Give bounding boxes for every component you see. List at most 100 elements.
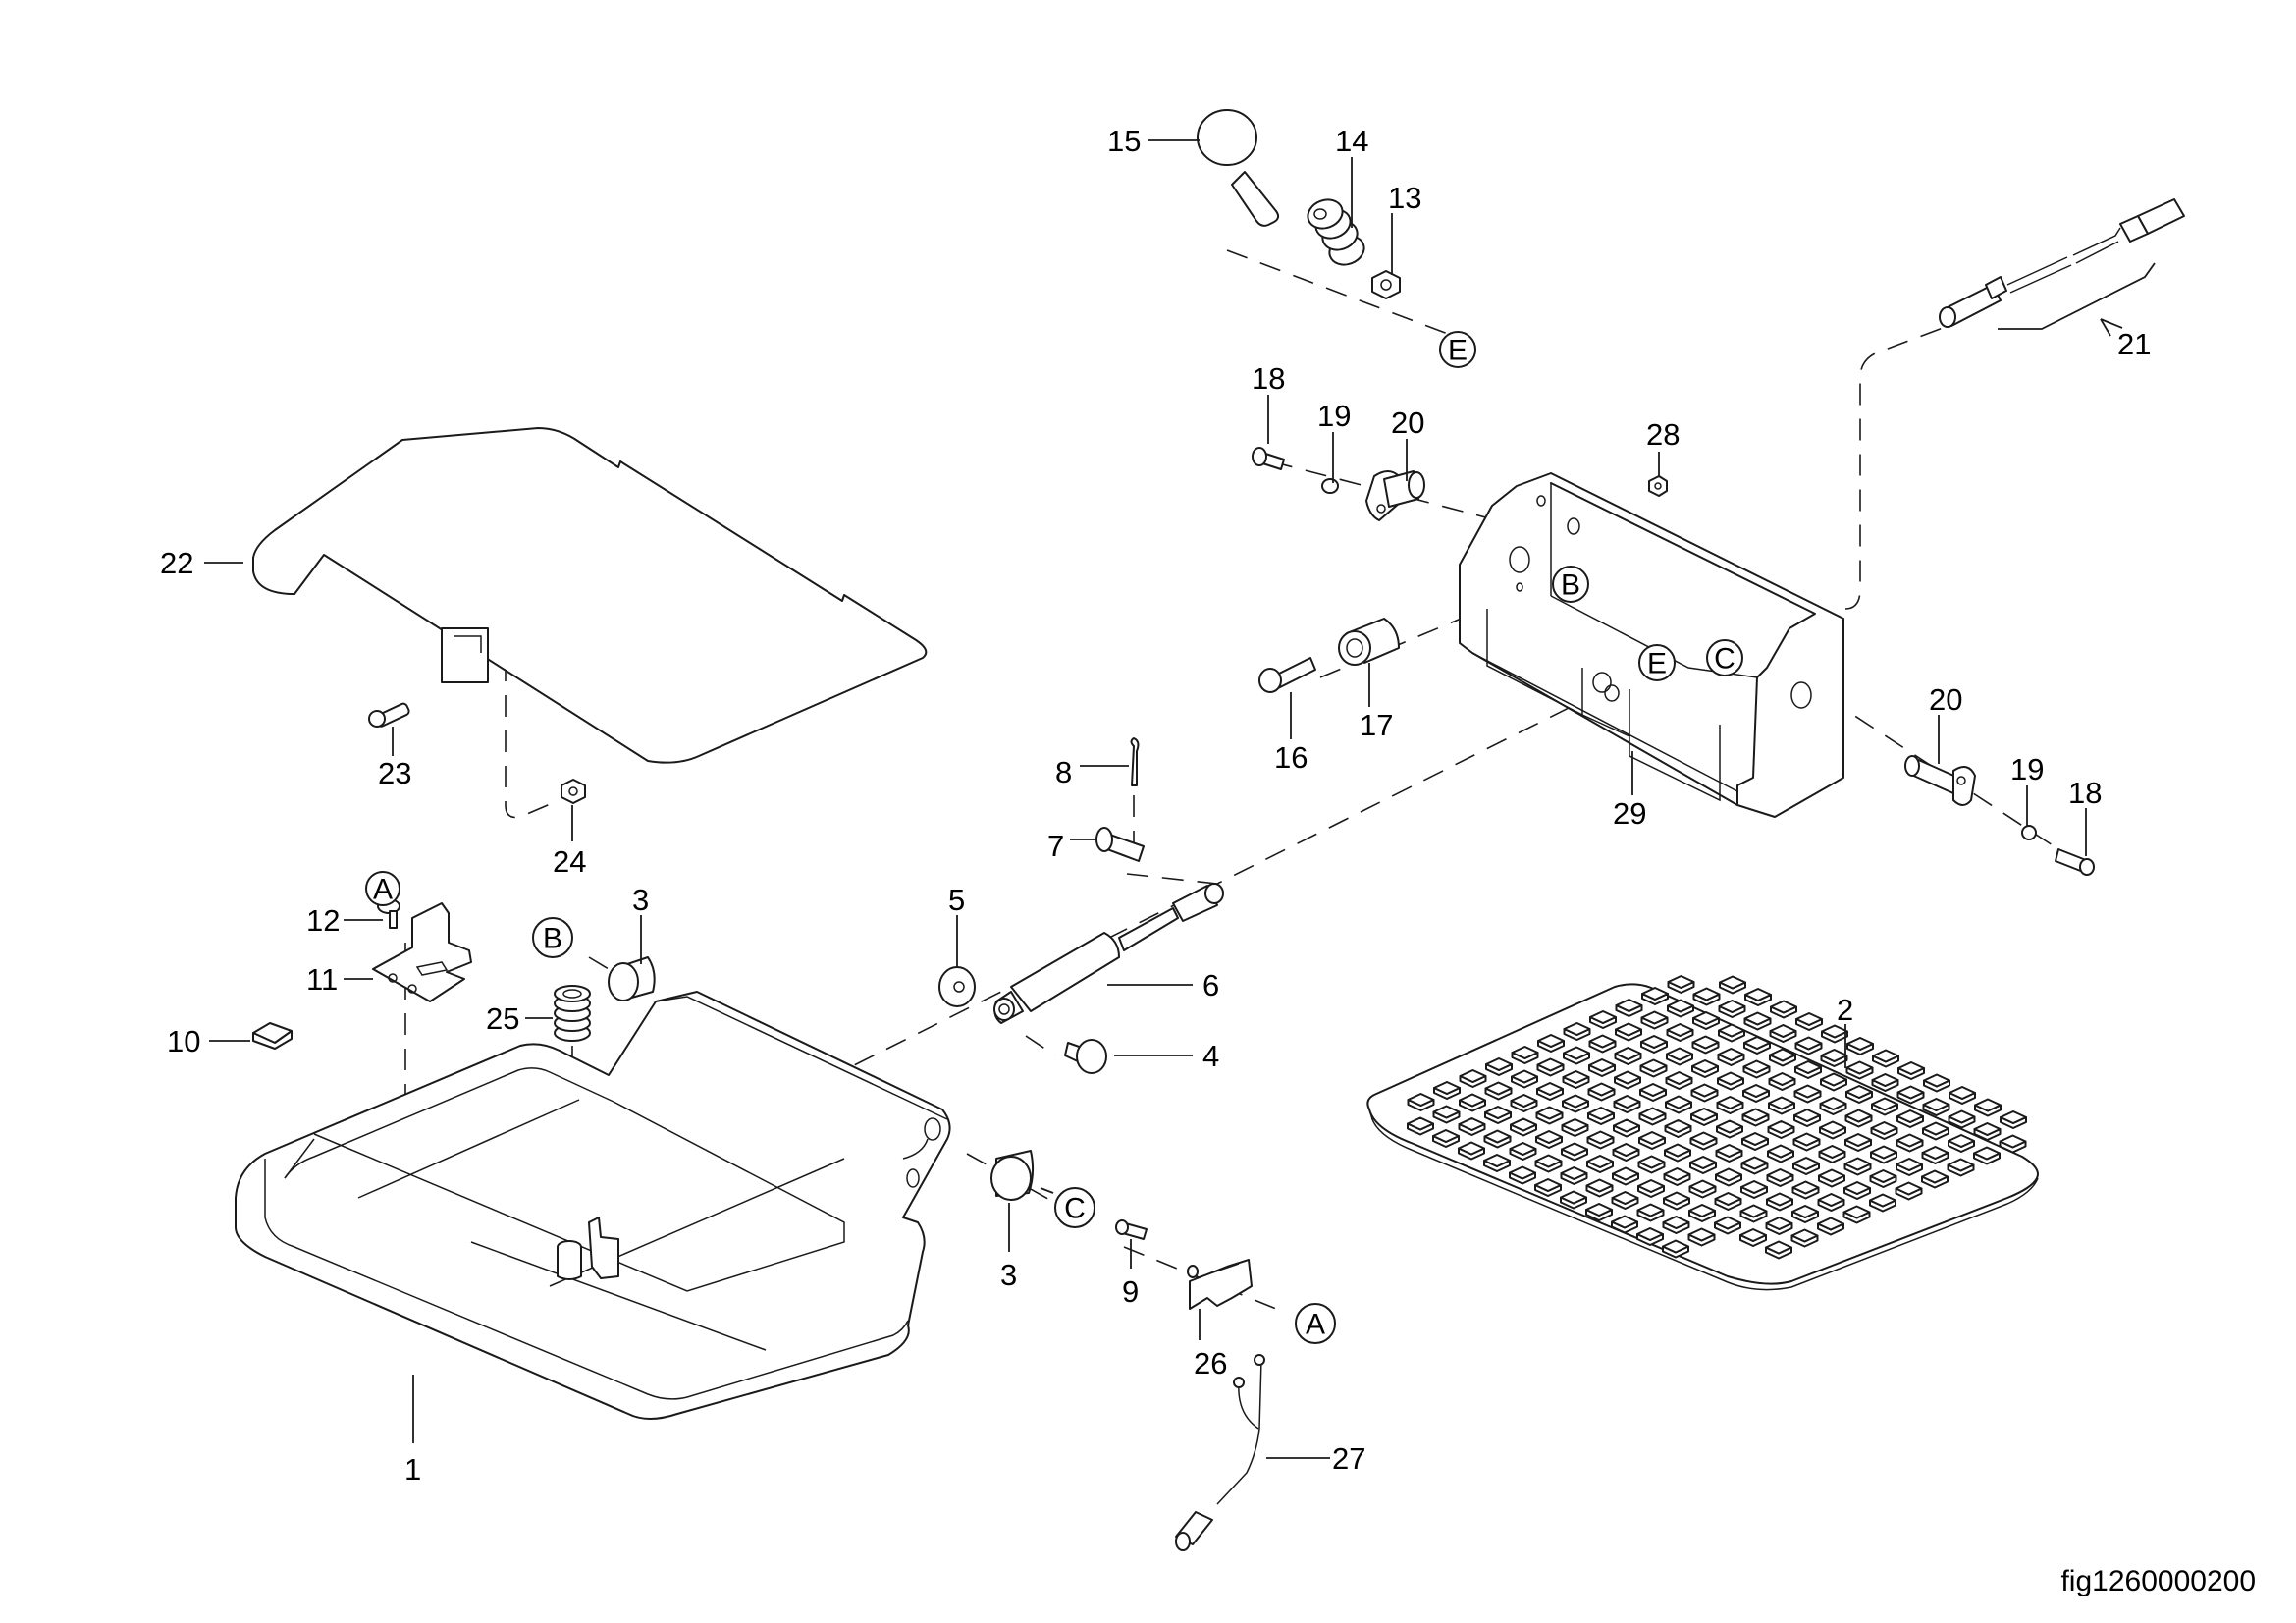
part-19-washer-right <box>2021 825 2037 840</box>
tread-block <box>1739 1204 1768 1218</box>
tread-block <box>1843 1181 1871 1195</box>
part-5-bushing <box>938 966 976 1007</box>
tread-block <box>1640 1035 1668 1049</box>
tread-block <box>1636 1227 1664 1241</box>
callout-20: 20 <box>1391 406 1424 440</box>
tread-block <box>1714 1192 1742 1206</box>
tread-block <box>1793 1109 1821 1122</box>
tread-block <box>1560 1166 1588 1180</box>
figure-id-label: fig1260000200 <box>2060 1565 2256 1597</box>
tread-block <box>1819 1097 1847 1110</box>
tread-block <box>1896 1133 1924 1148</box>
tread-block <box>1561 1118 1589 1132</box>
tread-block <box>1922 1098 1950 1111</box>
tread-block <box>1687 1227 1716 1242</box>
tread-block <box>1819 1120 1846 1135</box>
svg-text:B: B <box>1561 569 1580 602</box>
tread-block <box>1818 1145 1846 1159</box>
tread-block <box>1662 1216 1690 1229</box>
tread-block <box>1872 1049 1899 1063</box>
tread-block <box>1820 1072 1847 1087</box>
part-4-ball-stud <box>1064 1039 1107 1074</box>
tread-block <box>1586 1155 1614 1168</box>
tread-block <box>1714 1216 1741 1230</box>
tread-block <box>1792 1157 1820 1170</box>
tread-block <box>1718 1023 1745 1038</box>
tread-block <box>1716 1119 1743 1134</box>
tread-block <box>1820 1049 1848 1062</box>
tread-block <box>1407 1116 1434 1131</box>
tread-block <box>1715 1144 1743 1158</box>
tread-block <box>1588 1034 1617 1049</box>
reference-marker-e: E <box>1638 644 1676 681</box>
tread-block <box>1742 1059 1771 1074</box>
tread-block <box>1896 1109 1924 1123</box>
reference-marker-c: C <box>1054 1187 1095 1228</box>
callout-13: 13 <box>1388 181 1421 215</box>
tread-block <box>1432 1105 1461 1119</box>
tread-block <box>1511 1069 1538 1084</box>
svg-text:B: B <box>543 923 562 955</box>
tread-block <box>1611 1191 1639 1205</box>
part-20-pivot-pin-left <box>1365 470 1425 521</box>
part-11-bracket <box>372 902 472 1002</box>
tread-block <box>1615 1022 1642 1037</box>
part-17-spacer <box>1338 618 1400 666</box>
tread-block <box>1688 1179 1717 1194</box>
tread-block <box>1769 1024 1797 1038</box>
tread-block <box>1921 1146 1949 1160</box>
tread-block <box>1588 1058 1616 1072</box>
tread-block <box>1639 1058 1668 1073</box>
tread-block <box>1636 1203 1665 1217</box>
callout-22: 22 <box>160 546 193 580</box>
tread-block <box>1716 1096 1744 1109</box>
tread-block <box>1949 1086 1976 1100</box>
tread-block <box>1717 1071 1744 1086</box>
callout-2: 2 <box>1837 993 1853 1027</box>
tread-block <box>1536 1057 1565 1072</box>
tread-block <box>1921 1169 1949 1184</box>
tread-block <box>1563 1022 1591 1036</box>
tread-block <box>1612 1166 1639 1181</box>
part-21-sensor-cable <box>1939 198 2185 337</box>
tread-block <box>1692 1011 1720 1025</box>
part-8-cotter-pin <box>1130 737 1140 786</box>
callout-26: 26 <box>1194 1346 1227 1380</box>
tread-block <box>1790 1228 1819 1243</box>
tread-block <box>1667 999 1694 1013</box>
part-20-pivot-pin-right <box>1904 755 1976 806</box>
tread-block <box>1739 1228 1767 1242</box>
callout-5: 5 <box>948 883 965 917</box>
tread-block <box>1485 1057 1513 1071</box>
tread-block <box>1614 1070 1641 1085</box>
reference-markers: E B E C A B C A <box>365 331 1743 1344</box>
tread-block <box>1843 1157 1872 1171</box>
callout-8: 8 <box>1055 755 1072 789</box>
tread-block <box>1510 1094 1538 1108</box>
tread-block <box>1715 1167 1742 1182</box>
callout-1: 1 <box>404 1452 421 1487</box>
tread-block <box>1691 1059 1719 1073</box>
tread-block <box>1791 1180 1820 1195</box>
tread-block <box>1871 1097 1898 1111</box>
part-24-nut <box>561 779 586 804</box>
tread-block <box>1742 1084 1770 1098</box>
part-1-frame <box>235 991 951 1420</box>
tread-block <box>1791 1205 1819 1218</box>
tread-block <box>1741 1108 1770 1122</box>
tread-block <box>1770 1000 1797 1014</box>
callout-25: 25 <box>486 1001 519 1036</box>
tread-block <box>1611 1215 1638 1229</box>
tread-block <box>1793 1084 1822 1099</box>
tread-block <box>1458 1117 1486 1131</box>
tread-block <box>1765 1217 1793 1230</box>
svg-text:C: C <box>1714 643 1735 676</box>
callout-23: 23 <box>378 756 411 790</box>
tread-block <box>1613 1118 1640 1133</box>
tread-block <box>1638 1107 1667 1121</box>
tread-block <box>1973 1146 2001 1161</box>
svg-text:E: E <box>1647 648 1667 680</box>
reference-marker-b: B <box>532 917 573 958</box>
tread-block <box>1638 1131 1666 1145</box>
tread-block <box>1817 1193 1845 1207</box>
